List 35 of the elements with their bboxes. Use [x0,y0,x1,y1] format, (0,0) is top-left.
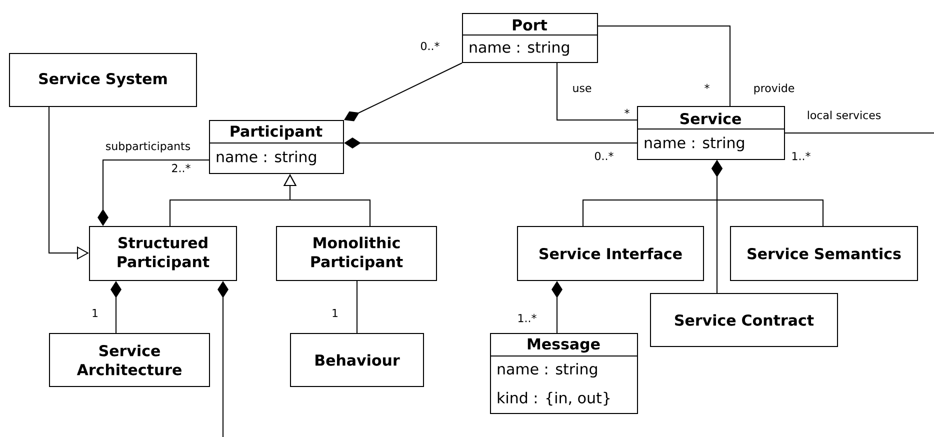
association-line [344,138,638,148]
multiplicity-label: 1 [92,309,98,318]
class-box: Service name : string [636,106,785,160]
multiplicity-label: * [704,84,710,89]
association-line [712,160,722,294]
class-box: Behaviour [290,333,424,387]
association-line [784,132,934,134]
association-line [218,281,228,437]
class-box: Participant name : string [208,120,344,174]
association-line [552,281,562,334]
association-line [598,26,730,106]
role-label: subparticipants [104,140,192,154]
association-line [356,280,358,334]
class-box: Service Architecture [49,333,210,387]
multiplicity-label: 0..* [420,42,440,50]
class-box: Message name : string kind : {in, out} [490,333,638,414]
multiplicity-label: * [624,108,630,114]
class-box: Service Contract [650,293,838,347]
multiplicity-label: 2..* [172,164,190,172]
class-box: Service System [9,53,197,107]
class-box: Service Semantics [730,226,918,281]
class-box: Port name : string [462,13,598,63]
class-box: Monolithic Participant [276,226,437,281]
role-label: provide [752,82,796,96]
association-line [98,160,210,226]
multiplicity-label: 1 [332,309,338,318]
association-line [110,281,122,334]
multiplicity-label: 1..* [518,314,536,322]
association-line [344,62,462,122]
role-label: local services [806,110,882,120]
role-label: use [571,84,593,94]
multiplicity-label: 0..* [594,152,614,160]
class-box: Structured Participant [89,226,237,281]
association-line [556,62,638,120]
class-box: Service Interface [517,226,704,281]
